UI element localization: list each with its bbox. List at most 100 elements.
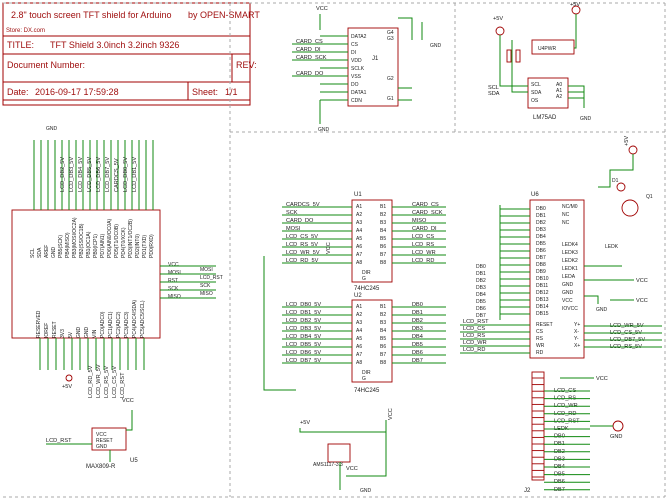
arduino-pin-label: PD7(AIN1) xyxy=(100,233,106,258)
u1-pin-label: B6 xyxy=(380,244,386,250)
u1-net-label: MOSI xyxy=(286,226,301,232)
arduino-pin-label: PC1(ADC1) xyxy=(108,311,114,338)
arduino-pin-label: RST xyxy=(168,278,178,284)
max809-vcc-net: VCC xyxy=(122,398,134,404)
resistor-icon xyxy=(506,49,512,63)
lcd-connector-u6: U6 DB0DB1DB2DB3DB4DB5DB6DB7DB8DB9DB10DB1… xyxy=(460,136,662,359)
u6-pin-label: DB2 xyxy=(536,220,546,226)
schematic-heading: 2.8" touch screen TFT shield for Arduino xyxy=(11,10,171,20)
document-number-label: Document Number: xyxy=(7,60,85,70)
u1-pin-label: A8 xyxy=(356,260,362,266)
level-shifter-u2: U2 74HC245 A1A2A3A4A5A6A7A8B1B2B3B4B5B6B… xyxy=(282,293,446,394)
u2-pin-label: A1 xyxy=(356,304,362,310)
lm75-sda-net: SDA xyxy=(488,91,500,97)
u6-pin-label: DB12 xyxy=(536,290,549,296)
j1-pin-label: SCLK xyxy=(351,66,365,72)
u2-net-label: DB4 xyxy=(412,334,423,340)
u6-pin-label: RS xyxy=(536,336,544,342)
u3-gnd: GND xyxy=(360,488,372,494)
arduino-pin-label: SCK xyxy=(168,286,179,292)
u6-net-label: DB4 xyxy=(476,292,486,298)
lm75-name: LM75AD xyxy=(533,115,557,121)
u1-pin-label: DIR xyxy=(362,270,371,276)
j1-net-label: CARD_DO xyxy=(296,71,324,77)
max809-net: LCD_RST xyxy=(46,438,72,444)
u1-net-label: CARD_SCK xyxy=(412,210,443,216)
p5v-terminal-icon xyxy=(495,26,505,36)
rev-label: REV: xyxy=(236,60,257,70)
u6-net-label: LCD_RD xyxy=(463,347,485,353)
arduino-pin-label: PB0(ICP1) xyxy=(93,234,99,258)
arduino-pin-label: PB4(MISO) xyxy=(65,232,71,258)
arduino-pin-label: IOREF xyxy=(44,323,50,338)
company-name: by OPEN-SMART xyxy=(188,10,260,20)
u1-pin-label: B4 xyxy=(380,228,386,234)
u1-name: 74HC245 xyxy=(354,286,380,292)
u6-vcc-net: VCC xyxy=(636,278,648,284)
j1-pin-label: G2 xyxy=(387,76,394,82)
arduino-pin-label: PD2(INT0) xyxy=(135,234,141,258)
arduino-pin-label: PD0(RXD) xyxy=(149,234,155,258)
u2-pin-label: B6 xyxy=(380,344,386,350)
arduino-net-label: LCD_RST xyxy=(120,372,126,398)
u6-pin-label: GND xyxy=(562,290,574,296)
u1-pin-label: A1 xyxy=(356,204,362,210)
u2-net-label: DB1 xyxy=(412,310,423,316)
arduino-pin-label: PC4(ADC4/SDA) xyxy=(132,300,138,338)
arduino-pin-label: MOSI xyxy=(168,270,181,276)
u2-pin-label: A2 xyxy=(356,312,362,318)
reset-supervisor: VCC RESET GND U5 MAX809-R LCD_RST VCC xyxy=(46,398,138,470)
u1-net-label: LCD_CS xyxy=(412,234,434,240)
p5v-terminal-icon xyxy=(628,145,638,155)
title-block: 2.8" touch screen TFT shield for Arduino… xyxy=(2,2,260,106)
arduino-net-label: LCD_CS_5V xyxy=(112,366,118,398)
max809-vcc: VCC xyxy=(96,432,107,438)
lm75-pin-label: A2 xyxy=(556,94,562,100)
sheet-label: Sheet: xyxy=(192,87,218,97)
lm75-gnd: GND xyxy=(580,116,592,122)
arduino-pin-label: SDA xyxy=(37,247,43,258)
j2-gnd: GND xyxy=(610,434,622,440)
u1-pin-label: A5 xyxy=(356,236,362,242)
u6-pin-label: GND xyxy=(562,282,574,288)
arduino-pin-label: PC0(ADC0) xyxy=(100,311,106,338)
u2-net-label: LCD_DB7_5V xyxy=(286,358,321,364)
arduino-pin-label: PD5(T1/OC0B) xyxy=(114,224,120,258)
sheet-dividers xyxy=(3,2,666,498)
u6-pin-label: DB4 xyxy=(536,234,546,240)
u6-net-label: LCD_RST xyxy=(463,319,489,325)
max809-name: MAX809-R xyxy=(86,464,116,470)
u2-pin-label: B2 xyxy=(380,312,386,318)
lm75-pin-label: SCL xyxy=(531,82,541,88)
u6-net-label: LCD_WR xyxy=(463,340,487,346)
u2-pin-label: G xyxy=(362,376,366,382)
u6-pin-label: NC xyxy=(562,220,570,226)
sd-card-j1: J1 DATA2CSDIVDDSCLKVSSDODATA1CDNG4G3G2G1… xyxy=(292,6,442,133)
u6-pin-label: VCC xyxy=(562,298,573,304)
u1-net-label: LCD_WR xyxy=(412,250,436,256)
u1-net-label: MISO xyxy=(412,218,427,224)
u1-pin-label: G xyxy=(362,276,366,282)
u3-vcc: VCC xyxy=(388,408,394,420)
arduino-pin-label: PD3(INT1/OC2B) xyxy=(128,219,134,258)
level-shifter-u1: U1 74HC245 A1A2A3A4A5A6A7A8B1B2B3B4B5B6B… xyxy=(263,192,446,391)
u6-net-label: LCD_RS xyxy=(463,333,485,339)
j1-pin-label: G4 xyxy=(387,30,394,36)
sheet-value: 1/1 xyxy=(225,87,238,97)
date-value: 2016-09-17 17:59:28 xyxy=(35,87,119,97)
j1-pin-label: G3 xyxy=(387,36,394,42)
u2-net-label: DB7 xyxy=(412,358,423,364)
u1-pin-label: A4 xyxy=(356,228,362,234)
u6-pin-label: DB5 xyxy=(536,241,546,247)
u6-pin-label: DB0 xyxy=(536,206,546,212)
arduino-pin-label: RESERVED xyxy=(36,310,42,338)
u2-net-label: LCD_DB3_5V xyxy=(286,326,321,332)
p5v-terminal-icon xyxy=(65,374,73,382)
u6-pin-label: DB15 xyxy=(536,311,549,317)
u6-gnd-net: GND xyxy=(596,307,608,313)
gnd-terminal-icon xyxy=(612,420,624,432)
u6-pin-label: NC xyxy=(562,212,570,218)
arduino-pin-label: GND xyxy=(51,247,57,259)
u6-pin-label: DB3 xyxy=(536,227,546,233)
